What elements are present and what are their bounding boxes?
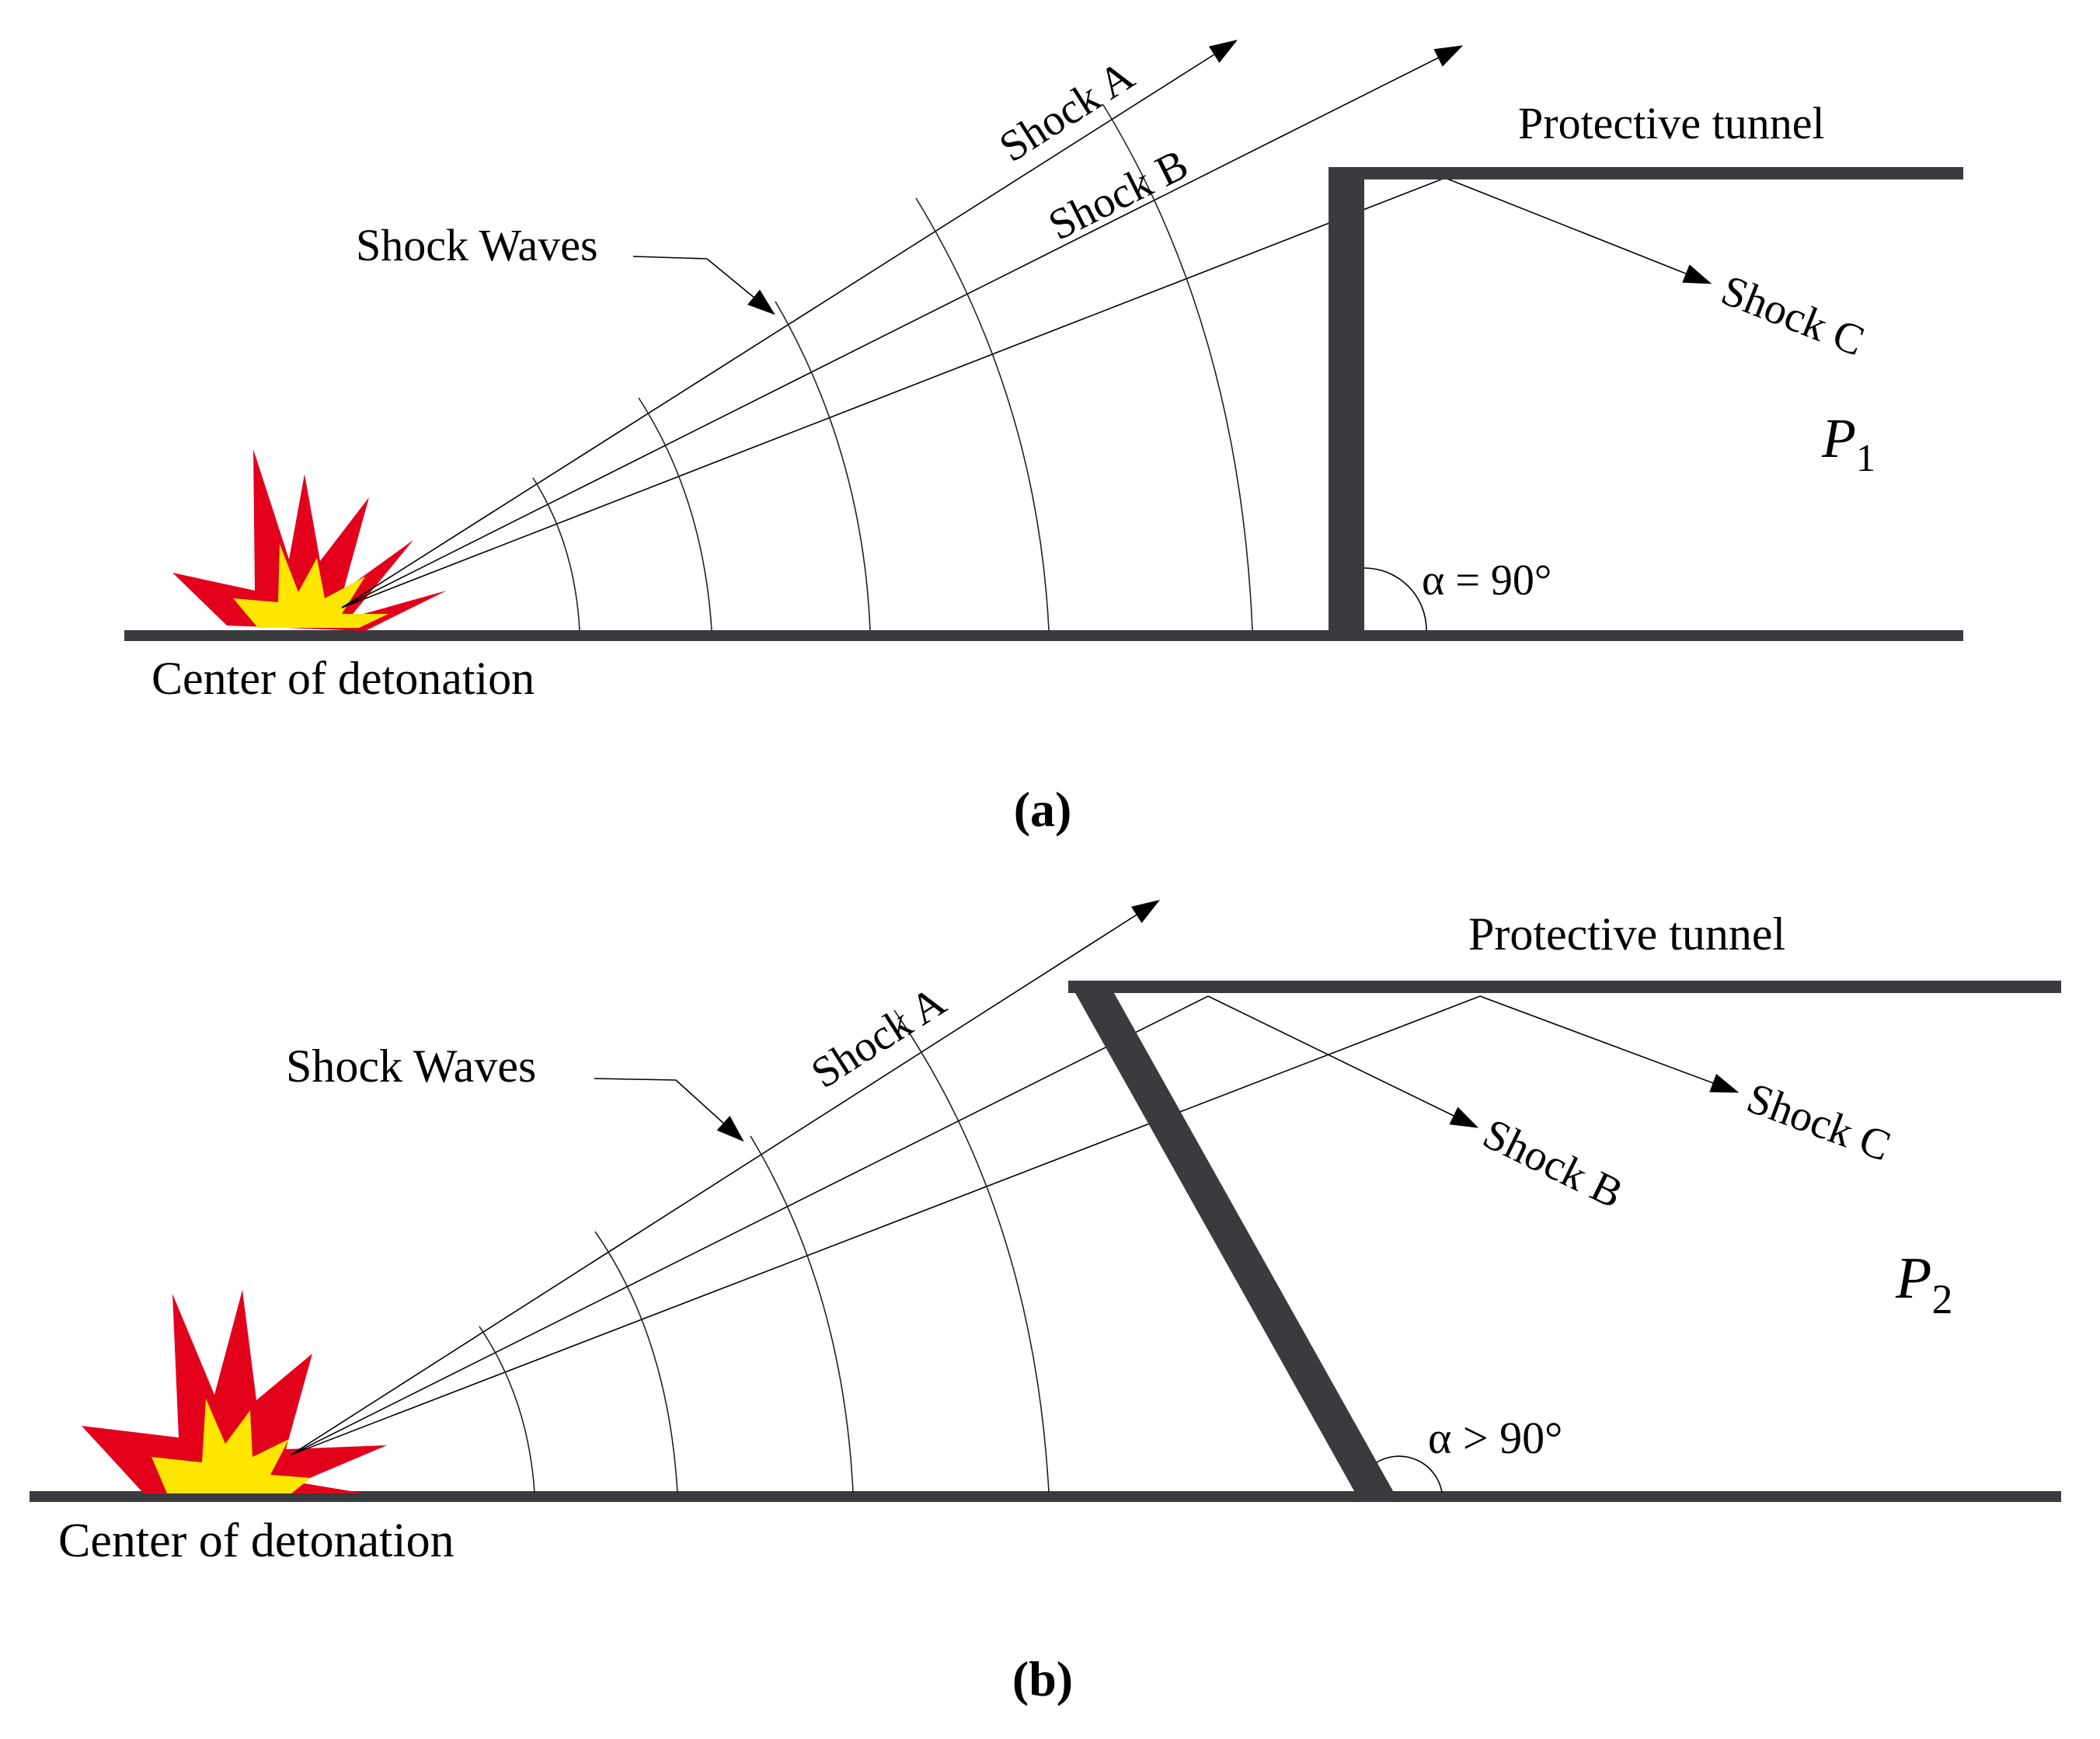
wave-front bbox=[915, 197, 1050, 631]
wave-front bbox=[594, 1231, 678, 1493]
shock-c-label: Shock C bbox=[1715, 266, 1871, 365]
tunnel-roof-b bbox=[1068, 981, 2061, 993]
panel-a: Shock A Shock B Shock C Shock Waves Prot… bbox=[124, 40, 1963, 837]
pressure-label: P1 bbox=[1821, 407, 1875, 479]
angle-arc-a bbox=[1363, 567, 1427, 631]
wave-front bbox=[479, 1326, 535, 1493]
wave-front bbox=[893, 1009, 1050, 1493]
ray-shock-a bbox=[291, 900, 1161, 1455]
tunnel-label: Protective tunnel bbox=[1468, 908, 1785, 960]
pressure-subscript: 1 bbox=[1856, 436, 1875, 479]
tunnel-wall-inclined-b bbox=[1068, 981, 1396, 1497]
ray-shock-c bbox=[1479, 995, 1740, 1093]
ground-line-b bbox=[30, 1491, 2061, 1502]
ray-to-tunnel bbox=[341, 177, 1446, 608]
ray-shock-b bbox=[1207, 995, 1479, 1128]
wave-front bbox=[750, 1135, 854, 1493]
pressure-symbol: P bbox=[1895, 1246, 1931, 1311]
ray-to-roof-1 bbox=[291, 995, 1209, 1455]
ray-shock-b bbox=[341, 45, 1464, 608]
panel-b: Shock A Shock B Shock C Shock Waves Prot… bbox=[30, 900, 2061, 1706]
angle-arc-b bbox=[1376, 1455, 1443, 1493]
shock-a-label: Shock A bbox=[991, 51, 1143, 172]
tunnel-label: Protective tunnel bbox=[1518, 98, 1825, 148]
center-label: Center of detonation bbox=[151, 653, 535, 704]
wave-front bbox=[532, 477, 580, 631]
shock-waves-leader-a bbox=[632, 256, 775, 315]
tunnel-roof-a bbox=[1329, 167, 1963, 179]
angle-label: α = 90° bbox=[1422, 556, 1551, 605]
wave-front bbox=[638, 397, 712, 631]
tunnel-wall-vertical-a bbox=[1329, 167, 1364, 636]
ground-line-a bbox=[124, 630, 1963, 641]
ray-shock-c bbox=[1444, 177, 1712, 284]
pressure-symbol: P bbox=[1821, 407, 1856, 469]
panel-label: (a) bbox=[1014, 782, 1072, 837]
angle-label: α > 90° bbox=[1428, 1413, 1562, 1463]
shock-waves-label: Shock Waves bbox=[356, 220, 598, 270]
shock-b-label: Shock B bbox=[1041, 141, 1196, 250]
explosion-icon bbox=[172, 449, 447, 631]
pressure-subscript: 2 bbox=[1931, 1276, 1952, 1323]
panel-label: (b) bbox=[1012, 1651, 1073, 1706]
shock-waves-leader-b bbox=[594, 1078, 744, 1142]
pressure-label: P2 bbox=[1895, 1246, 1952, 1323]
center-label: Center of detonation bbox=[58, 1514, 454, 1567]
shock-waves-label: Shock Waves bbox=[286, 1040, 536, 1092]
shock-b-label: Shock B bbox=[1475, 1110, 1630, 1218]
wave-front bbox=[1102, 104, 1253, 631]
shock-c-label: Shock C bbox=[1740, 1074, 1896, 1171]
wave-front bbox=[775, 301, 871, 631]
explosion-icon bbox=[82, 1290, 387, 1493]
ray-to-roof-2 bbox=[291, 995, 1481, 1455]
